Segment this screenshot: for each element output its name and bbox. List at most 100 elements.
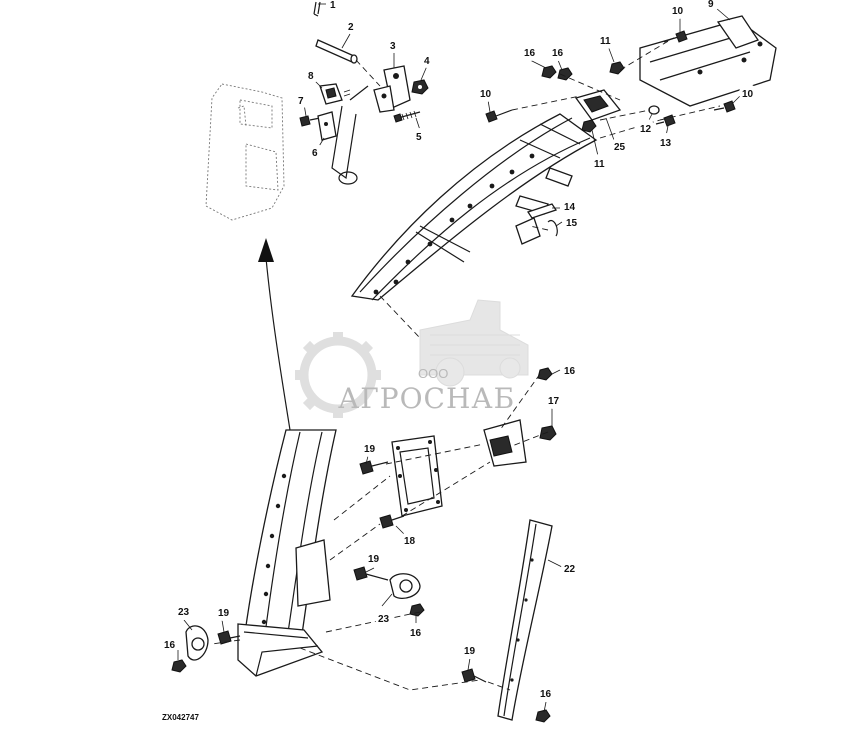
nut-part-4 [411,79,429,95]
callout-4: 4 [420,52,436,68]
callout-16-mid: 16 [561,361,579,379]
callout-19-mid: 19 [361,439,379,457]
callout-3: 3 [386,37,402,53]
bolt-part-13 [655,114,676,127]
callout-14: 14 [561,197,579,215]
callout-16-left: 16 [161,635,179,653]
inset-cover-outline [205,83,285,221]
pin-part-2 [315,39,358,64]
svg-text:10: 10 [672,6,684,17]
callout-10-left: 10 [477,84,495,102]
svg-text:2: 2 [348,22,354,33]
callout-25: 25 [611,137,629,155]
callout-16-bottom: 16 [537,684,555,702]
svg-text:11: 11 [600,36,611,47]
callout-23-left: 23 [175,602,193,620]
callout-11-top: 11 [597,31,615,49]
callout-7: 7 [294,92,310,108]
svg-text:9: 9 [708,0,714,10]
reference-arrow [258,238,291,431]
bolt-part-10-right [713,100,736,113]
nut-part-11-top [609,61,625,75]
svg-text:18: 18 [404,536,416,547]
svg-text:17: 17 [548,396,560,407]
watermark-org-prefix: ООО [418,366,448,381]
callout-15: 15 [563,213,581,231]
nut-part-16-left [171,659,187,673]
bracket-center [483,419,527,467]
svg-text:19: 19 [464,646,476,657]
svg-text:22: 22 [564,564,576,575]
spring-pin-part-15 [547,220,558,237]
rops-lower-post [237,429,337,677]
svg-text:10: 10 [480,89,492,100]
svg-text:23: 23 [378,614,390,625]
svg-text:1: 1 [330,0,336,11]
callout-2: 2 [344,18,360,34]
screw-part-5 [393,110,421,123]
callout-19-bottom: 19 [461,641,479,659]
arm-ghost [331,85,369,185]
bolt-part-18 [379,514,405,529]
callout-17: 17 [545,391,563,409]
latch-part-25 [574,89,622,121]
svg-text:7: 7 [298,96,304,107]
nut-part-17 [539,425,557,441]
svg-text:13: 13 [660,138,672,149]
rops-curved-tube [350,113,598,301]
callout-9: 9 [704,0,720,11]
bolt-part-19-mid [359,460,389,475]
bracket-part-9 [639,15,777,107]
svg-text:25: 25 [614,142,626,153]
callouts: 1 2 3 4 5 6 7 8 9 10 10 10 11 11 12 13 1… [161,0,757,702]
bolt-part-10-top [663,30,688,43]
svg-text:12: 12 [640,124,652,135]
svg-text:4: 4 [424,56,430,67]
watermark-brand-name: АГРОСНАБ [338,382,515,415]
callout-5: 5 [412,128,428,144]
callout-16-clamp: 16 [407,623,425,641]
watermark: ООО АГРОСНАБ [295,299,529,418]
callout-13: 13 [657,133,675,151]
svg-text:23: 23 [178,607,190,618]
clamp-part-23-left [185,625,209,661]
washer-part-12 [648,105,660,115]
callout-19-clamp: 19 [365,549,383,567]
callout-1: 1 [326,0,342,12]
trim-strip-part-22 [497,519,553,721]
svg-text:3: 3 [390,41,396,52]
svg-text:8: 8 [308,71,314,82]
svg-text:14: 14 [564,202,576,213]
figure-code-label: ZX042747 [162,713,199,722]
callout-11-lower: 11 [591,154,609,172]
svg-text:16: 16 [164,640,176,651]
callout-16-a: 16 [521,43,539,61]
svg-text:19: 19 [364,444,376,455]
svg-text:15: 15 [566,218,578,229]
svg-text:16: 16 [524,48,536,59]
svg-text:5: 5 [416,132,422,143]
callout-8: 8 [304,67,320,83]
callout-19-left: 19 [215,603,233,621]
nuts-part-16-top [541,65,573,81]
nut-part-16-clamp [409,603,425,617]
svg-text:11: 11 [594,159,605,170]
callout-16-b: 16 [549,43,567,61]
callout-6: 6 [308,144,324,160]
bolt-part-19-bottom [461,668,487,683]
svg-text:6: 6 [312,148,318,159]
callout-leaders [177,3,741,713]
bracket-part-3 [373,65,411,113]
nut-part-16-bottom [535,709,551,723]
nut-part-16-mid [537,367,553,381]
svg-text:16: 16 [564,366,576,377]
svg-text:19: 19 [368,554,380,565]
callout-22: 22 [561,559,579,577]
svg-text:16: 16 [552,48,564,59]
bolt-part-19-left [217,630,241,645]
pin-part-14 [526,203,558,219]
bolt-part-7 [299,115,321,127]
gasket-plate [391,435,443,517]
gear-tractor-logo-icon [295,299,529,418]
callout-12: 12 [637,119,655,137]
